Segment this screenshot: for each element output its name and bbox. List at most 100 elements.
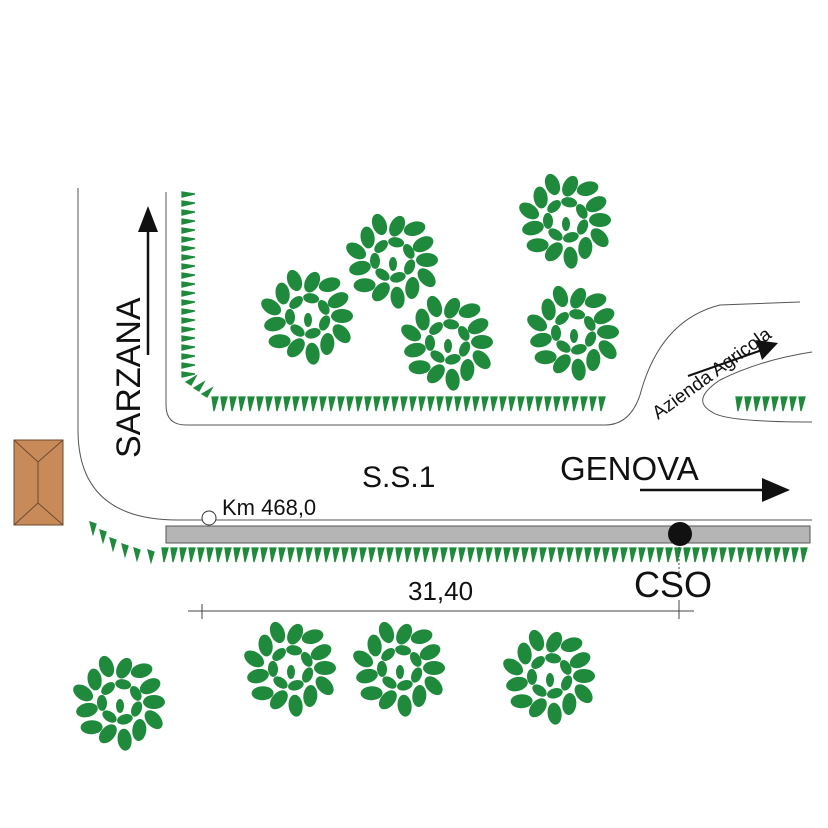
road-edges: [77, 188, 813, 521]
hedge-spike: [593, 547, 601, 563]
road-label: S.S.1: [362, 461, 435, 494]
tree-icon: [527, 285, 619, 381]
hedge-spike: [404, 547, 412, 563]
hedge-spike: [746, 547, 754, 563]
hedge-spike: [566, 547, 574, 563]
hedge-spike: [170, 547, 178, 563]
hedge-spike: [181, 254, 196, 261]
hedge-spike: [197, 547, 205, 563]
hedge-spike: [526, 396, 534, 412]
hedge-icon: [89, 191, 808, 565]
hedge-spike: [310, 396, 318, 412]
station-label: CSO: [634, 564, 712, 605]
tree-icon: [401, 295, 493, 391]
station-marker-icon: [668, 522, 692, 546]
hedge-spike: [395, 547, 403, 563]
hedge-spike: [476, 547, 484, 563]
hedge-spike: [305, 547, 313, 563]
hedge-spike: [229, 396, 237, 412]
hedge-spike: [467, 547, 475, 563]
hedge-spike: [181, 308, 196, 315]
hedge-spike: [762, 396, 770, 412]
hedge-spike: [647, 547, 655, 563]
tree-icon: [503, 629, 595, 725]
hedge-spike: [580, 396, 588, 412]
hedge-spike: [181, 353, 196, 360]
hedge-spike: [780, 396, 788, 412]
hedge-spike: [382, 396, 390, 412]
hedge-spike: [753, 396, 761, 412]
hedge-spike: [121, 543, 129, 559]
hedge-spike: [341, 547, 349, 563]
hedge-spike: [485, 547, 493, 563]
hedge-spike: [744, 396, 752, 412]
hedge-spike: [449, 547, 457, 563]
hedge-spike: [215, 547, 223, 563]
hedge-spike: [413, 547, 421, 563]
hedge-spike: [251, 547, 259, 563]
trees: [73, 173, 619, 751]
hedge-spike: [206, 547, 214, 563]
hedge-spike: [332, 547, 340, 563]
hedge-spike: [211, 396, 219, 412]
hedge-spike: [589, 396, 597, 412]
hedge-spike: [238, 396, 246, 412]
hedge-spike: [181, 299, 196, 306]
hedge-spike: [800, 547, 808, 563]
hedge-spike: [735, 396, 743, 412]
hedge-spike: [161, 547, 169, 563]
hedge-spike: [728, 547, 736, 563]
hedge-spike: [314, 547, 322, 563]
hedge-spike: [436, 396, 444, 412]
hedge-spike: [247, 396, 255, 412]
hedge-spike: [490, 396, 498, 412]
hedge-spike: [789, 396, 797, 412]
hedge-spike: [521, 547, 529, 563]
hedge-spike: [611, 547, 619, 563]
tree-icon: [346, 213, 438, 309]
hedge-spike: [418, 396, 426, 412]
hedge-spike: [269, 547, 277, 563]
hedge-spike: [220, 396, 228, 412]
house-icon: [13, 439, 64, 526]
guardrail: [165, 525, 811, 544]
hedge-spike: [260, 547, 268, 563]
hedge-spike: [99, 529, 107, 545]
hedge-spike: [192, 380, 206, 392]
road-edge-inner: [165, 192, 801, 426]
hedge-spike: [737, 547, 745, 563]
hedge-spike: [557, 547, 565, 563]
hedge-spike: [181, 236, 196, 243]
hedge-spike: [283, 396, 291, 412]
hedge-spike: [764, 547, 772, 563]
hedge-spike: [109, 537, 117, 553]
tree-icon: [519, 173, 611, 269]
hedge-spike: [224, 547, 232, 563]
hedge-spike: [256, 396, 264, 412]
hedge-spike: [445, 396, 453, 412]
hedge-spike: [701, 547, 709, 563]
hedge-spike: [181, 344, 196, 351]
hedge-spike: [791, 547, 799, 563]
hedge-spike: [431, 547, 439, 563]
hedge-spike: [377, 547, 385, 563]
hedge-spike: [400, 396, 408, 412]
hedge-spike: [782, 547, 790, 563]
hedge-spike: [147, 549, 155, 565]
hedge-spike: [499, 396, 507, 412]
hedge-spike: [517, 396, 525, 412]
hedge-spike: [674, 547, 682, 563]
farm-road-edge: [702, 351, 813, 423]
hedge-spike: [359, 547, 367, 563]
hedge-spike: [181, 290, 196, 297]
hedge-spike: [181, 272, 196, 279]
hedge-spike: [422, 547, 430, 563]
hedge-spike: [319, 396, 327, 412]
hedge-spike: [133, 547, 141, 563]
tree-icon: [73, 655, 165, 751]
hedge-spike: [242, 547, 250, 563]
hedge-spike: [562, 396, 570, 412]
hedge-spike: [181, 326, 196, 333]
hedge-spike: [181, 362, 196, 369]
